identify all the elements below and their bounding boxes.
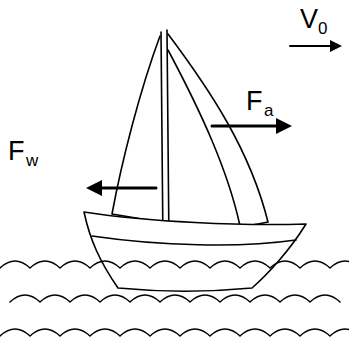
main-sail xyxy=(168,34,268,233)
sail-seam xyxy=(168,50,240,226)
force-arrow xyxy=(100,187,156,190)
symbol-label: F xyxy=(246,88,263,115)
hull xyxy=(84,212,306,291)
wave-line xyxy=(0,329,349,336)
symbol-label: V xyxy=(300,6,318,33)
hull-deck-line xyxy=(92,236,296,245)
arrowhead xyxy=(330,40,342,52)
arrowhead xyxy=(86,180,102,196)
velocity-arrow xyxy=(290,45,332,47)
wave-line xyxy=(0,261,349,268)
subscript-label: a xyxy=(264,102,273,119)
arrowhead xyxy=(276,118,292,134)
jib-sail xyxy=(112,36,160,222)
mast xyxy=(161,30,169,246)
force-arrow xyxy=(212,125,278,128)
wave-line xyxy=(10,295,340,302)
symbol-label: F xyxy=(8,138,25,165)
subscript-label: w xyxy=(26,152,38,169)
subscript-label: 0 xyxy=(318,20,327,37)
